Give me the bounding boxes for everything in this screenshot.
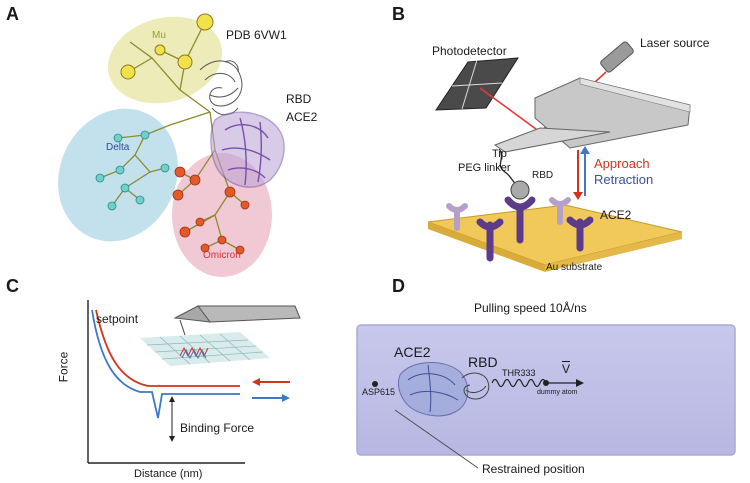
rbd-label-b: RBD bbox=[532, 170, 554, 181]
ace2-label-a: ACE2 bbox=[286, 110, 318, 124]
approach-label: Approach bbox=[594, 156, 650, 171]
retraction-label: Retraction bbox=[594, 172, 654, 187]
panel-a-tree bbox=[58, 13, 285, 277]
panel-label-a: A bbox=[6, 4, 19, 24]
ace2-label-b: ACE2 bbox=[600, 208, 632, 222]
ace2-receptors bbox=[446, 196, 594, 262]
distance-axis-label: Distance (nm) bbox=[134, 468, 203, 480]
velocity-label: V bbox=[562, 362, 571, 376]
binding-force-label: Binding Force bbox=[180, 421, 255, 435]
omicron-label: Omicron bbox=[203, 250, 241, 261]
rbd-label-d: RBD bbox=[468, 354, 498, 370]
panel-label-b: B bbox=[392, 4, 405, 24]
panel-c-force-curve bbox=[87, 300, 301, 464]
panel-d-smd bbox=[356, 324, 736, 469]
mu-cluster bbox=[107, 16, 223, 104]
laser-label: Laser source bbox=[640, 36, 710, 50]
rbd-bead bbox=[510, 180, 530, 200]
panel-b-afm bbox=[427, 41, 691, 272]
tip-label: Tip bbox=[492, 148, 507, 160]
water-box bbox=[356, 324, 736, 456]
rbd-structure bbox=[199, 60, 243, 116]
restrained-label: Restrained position bbox=[482, 462, 585, 476]
laser-source bbox=[600, 41, 634, 73]
delta-cluster bbox=[58, 108, 178, 242]
delta-label: Delta bbox=[106, 142, 130, 153]
rbd-label-a: RBD bbox=[286, 92, 312, 106]
setpoint-label: setpoint bbox=[96, 312, 139, 326]
panel-label-c: C bbox=[6, 276, 19, 296]
pdb-label: PDB 6VW1 bbox=[226, 28, 287, 42]
asp615-anchor bbox=[372, 381, 378, 387]
thr333-label: THR333 bbox=[502, 368, 536, 378]
photodetector-label: Photodetector bbox=[432, 44, 507, 58]
au-substrate bbox=[427, 204, 683, 266]
pulling-speed-title: Pulling speed 10Å/ns bbox=[474, 301, 587, 315]
substrate-label: Au substrate bbox=[546, 262, 603, 273]
ace2-structure bbox=[210, 111, 285, 188]
force-axis-label: Force bbox=[56, 351, 71, 383]
asp615-label: ASP615 bbox=[362, 387, 396, 397]
ace2-label-d: ACE2 bbox=[394, 344, 431, 360]
panel-label-d: D bbox=[392, 276, 405, 296]
inset-cantilever bbox=[197, 305, 301, 323]
cantilever-beam bbox=[493, 127, 611, 153]
dummy-atom-label: dummy atom bbox=[537, 389, 578, 396]
peg-label: PEG linker bbox=[458, 162, 511, 174]
mu-label: Mu bbox=[152, 30, 166, 41]
